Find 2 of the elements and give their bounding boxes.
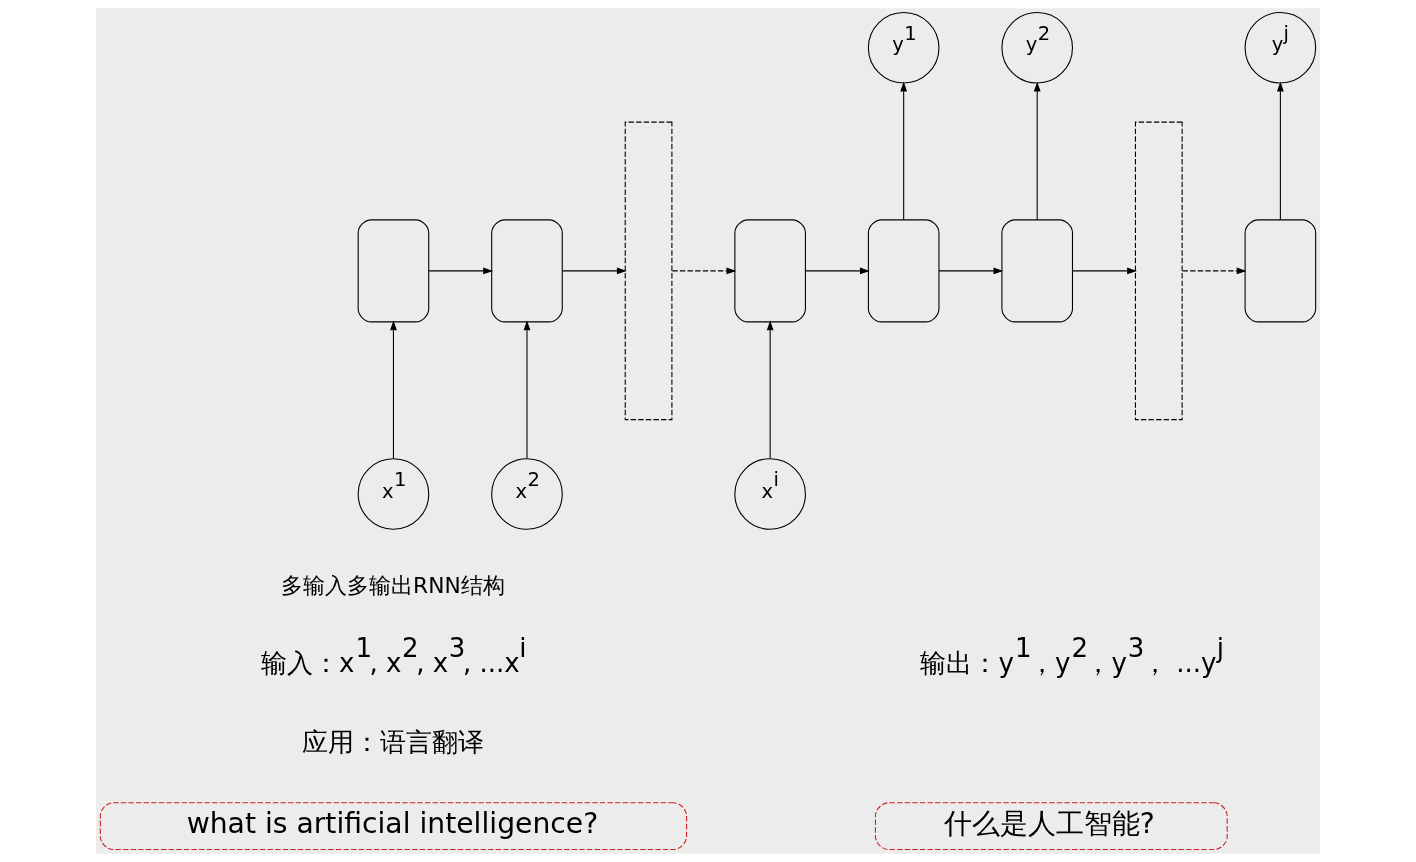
label: 多输入多输出RNN结构 — [281, 573, 505, 599]
label: 应用：语言翻译 — [301, 726, 484, 757]
